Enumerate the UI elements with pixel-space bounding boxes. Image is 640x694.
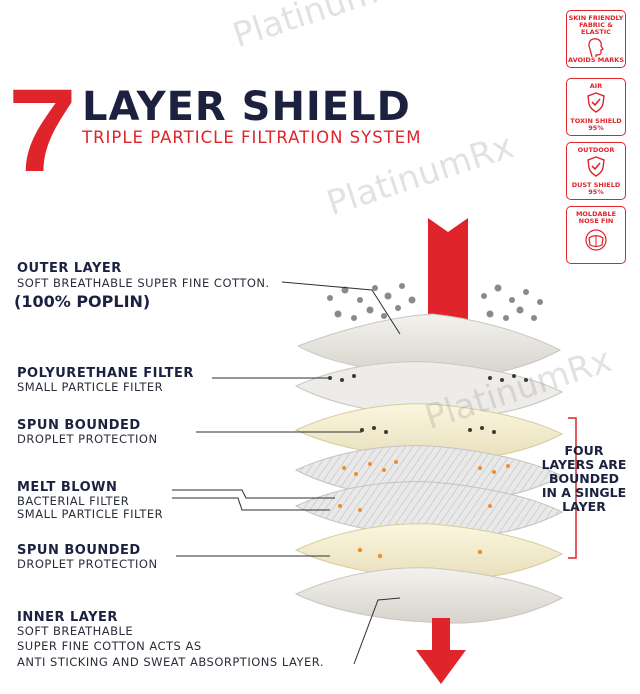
- leader-lines: [172, 281, 401, 665]
- note-line: FOUR: [564, 443, 604, 458]
- shield-check-icon: [587, 156, 605, 177]
- badge-outdoor-dust: OUTDOOR DUST SHIELD 95%: [566, 142, 626, 200]
- badge-top-text: AIR: [589, 82, 603, 90]
- badge-nose-fin: MOLDABLE NOSE FIN: [566, 206, 626, 264]
- badge-top-text: MOLDABLE NOSE FIN: [575, 210, 617, 225]
- melt-blown-desc-2: SMALL PARTICLE FILTER: [17, 507, 164, 521]
- four-layers-note: FOUR LAYERS ARE BOUNDED IN A SINGLE LAYE…: [536, 444, 632, 514]
- four-layer-bracket: [568, 417, 577, 559]
- badge-bottom-text: TOXIN SHIELD 95%: [570, 117, 622, 132]
- shield-check-icon: [587, 92, 605, 113]
- note-line: IN A SINGLE: [541, 485, 627, 500]
- outer-layer-extra: (100% POPLIN): [14, 292, 151, 311]
- inner-layer-desc-2: SUPER FINE COTTON ACTS AS: [17, 639, 202, 653]
- melt-blown-title: MELT BLOWN: [17, 480, 118, 495]
- inner-layer-desc-1: SOFT BREATHABLE: [17, 624, 134, 638]
- inner-layer-title: INNER LAYER: [17, 610, 118, 625]
- note-line: BOUNDED: [548, 471, 620, 486]
- badge-top-text: OUTDOOR: [577, 146, 615, 154]
- inner-layer-desc-3: ANTI STICKING AND SWEAT ABSORPTIONS LAYE…: [17, 655, 324, 669]
- big-seven: 7: [8, 65, 77, 197]
- polyurethane-title: POLYURETHANE FILTER: [17, 366, 194, 381]
- droplet-particles: [338, 460, 510, 559]
- badge-top-text: SKIN FRIENDLY FABRIC & ELASTIC: [568, 14, 624, 36]
- outer-layer-title: OUTER LAYER: [17, 261, 122, 276]
- spun-bounded-1-desc: DROPLET PROTECTION: [17, 432, 158, 446]
- spun-bounded-2-title: SPUN BOUNDED: [17, 543, 141, 558]
- melt-blown-desc-1: BACTERIAL FILTER: [17, 494, 130, 508]
- badge-bottom-text: AVOIDS MARKS: [567, 56, 624, 64]
- note-line: LAYERS ARE: [541, 457, 627, 472]
- page-title: LAYER SHIELD: [82, 84, 411, 130]
- outer-layer-desc: SOFT BREATHABLE SUPER FINE COTTON.: [17, 276, 270, 290]
- mask-icon: [585, 229, 607, 251]
- dust-particles: [327, 283, 543, 321]
- spun-bounded-2-desc: DROPLET PROTECTION: [17, 557, 158, 571]
- badge-bottom-text: DUST SHIELD 95%: [571, 181, 621, 196]
- face-profile-icon: [588, 38, 604, 57]
- polyurethane-desc: SMALL PARTICLE FILTER: [17, 380, 164, 394]
- page-subtitle: TRIPLE PARTICLE FILTRATION SYSTEM: [82, 128, 422, 147]
- spun-bounded-1-title: SPUN BOUNDED: [17, 418, 141, 433]
- badge-air-toxin: AIR TOXIN SHIELD 95%: [566, 78, 626, 136]
- inner-layer-sheet: [294, 567, 564, 624]
- badge-skin-friendly: SKIN FRIENDLY FABRIC & ELASTIC AVOIDS MA…: [566, 10, 626, 68]
- small-particles: [328, 374, 528, 434]
- note-line: LAYER: [562, 499, 606, 514]
- airflow-arrow-bottom: [416, 618, 466, 684]
